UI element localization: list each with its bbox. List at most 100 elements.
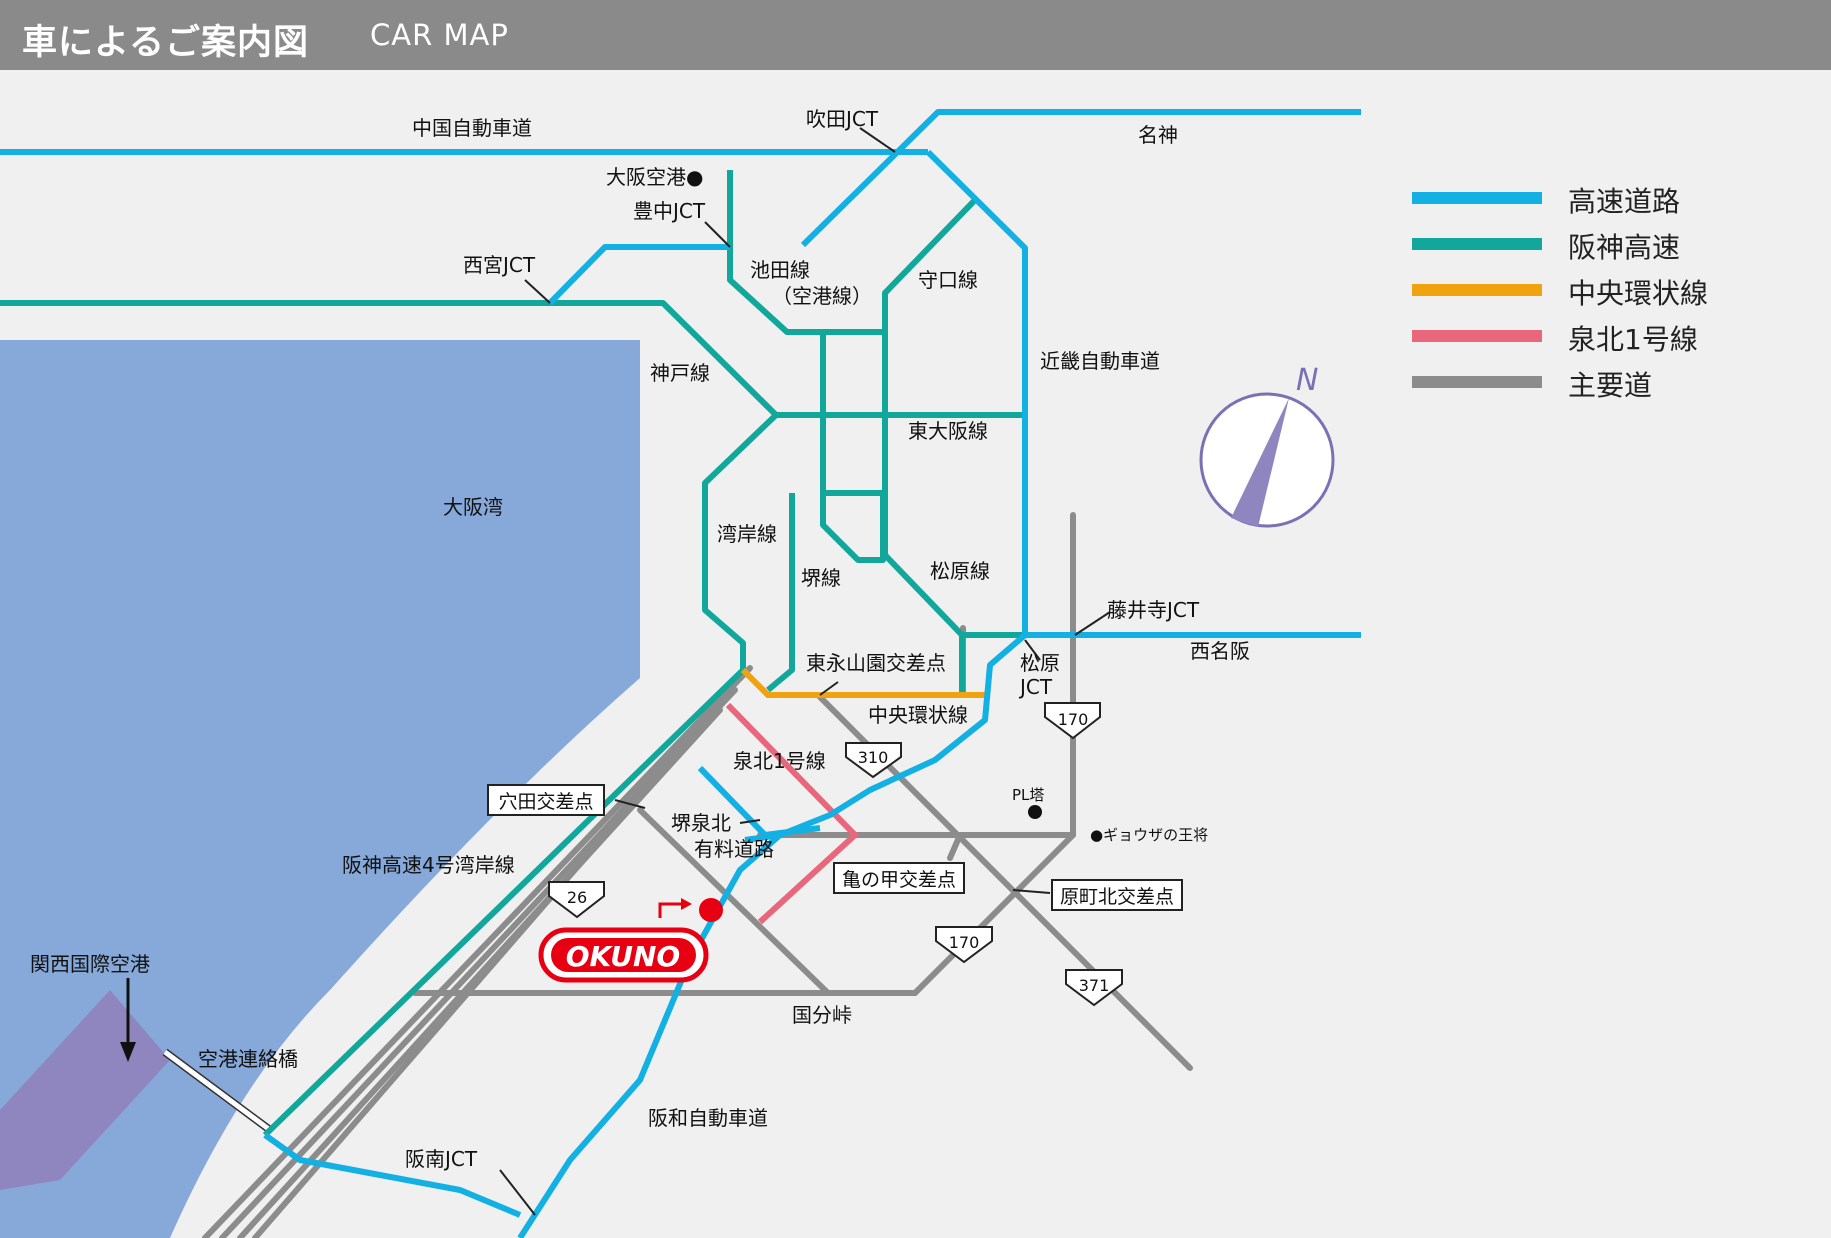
hanshin-sakai-line	[820, 332, 886, 563]
hanshin-ikeda-line	[727, 170, 885, 335]
label-matsubara-line: 松原線	[930, 559, 990, 583]
legend-label-central-loop: 中央環状線	[1568, 277, 1709, 310]
map-text: 穴田交差点	[498, 791, 593, 813]
label-senboku-toll-1: 堺泉北	[671, 811, 731, 835]
label-wangan-line: 湾岸線	[717, 522, 777, 546]
label-suita-jct: 吹田JCT	[806, 107, 879, 131]
label-ikeda-airport-line: （空港線）	[772, 284, 872, 308]
okuno-dot	[699, 898, 723, 922]
label-hannan-jct: 阪南JCT	[405, 1147, 478, 1171]
kamenokou-intersection-label: 亀の甲交差点	[833, 862, 965, 894]
map-text: 26	[567, 888, 587, 907]
main-road-26-d	[252, 717, 708, 1238]
map-text: 170	[1058, 710, 1089, 729]
page-title: 車によるご案内図	[22, 23, 309, 63]
leader-matsubara	[1024, 639, 1041, 661]
main-road-kamenokou	[947, 832, 963, 861]
label-osaka-airport: 大阪空港●	[606, 165, 703, 189]
legend-item-central-loop: 中央環状線	[1410, 272, 1830, 312]
airport-bridge	[162, 1048, 273, 1134]
hanshin-sakai-line-2	[766, 493, 795, 693]
map-text: 310	[858, 748, 889, 767]
map-text: 371	[1079, 976, 1110, 995]
legend-label-hanshin: 阪神高速	[1568, 231, 1681, 264]
label-matsubara-jct-2: JCT	[1018, 675, 1053, 699]
senboku-line	[725, 702, 860, 925]
hanshin-bay-line	[262, 412, 779, 1138]
leader-suita	[859, 127, 896, 153]
route-shield-371: 371	[1065, 969, 1123, 1007]
legend-label-expressway: 高速道路	[1568, 185, 1681, 218]
route-shield-170a: 170	[1044, 702, 1101, 740]
legend-swatch-expressway	[1412, 192, 1542, 204]
label-fujiidera-jct: 藤井寺JCT	[1107, 598, 1200, 622]
hanwa-expressway	[517, 832, 782, 1238]
label-central-loop: 中央環状線	[868, 703, 968, 727]
pl-tower-marker	[1028, 805, 1042, 819]
kansai-airport-arrow	[120, 978, 136, 1062]
label-meishin: 名神	[1138, 123, 1178, 147]
route-shield-310: 310	[845, 742, 902, 779]
label-kinki-expressway: 近畿自動車道	[1040, 349, 1160, 373]
label-toyonaka-jct: 豊中JCT	[633, 199, 706, 223]
main-road-diag	[637, 807, 831, 996]
legend-swatch-central-loop	[1412, 284, 1542, 296]
legend-swatch-senboku	[1412, 330, 1542, 342]
kinki-expressway	[744, 149, 1028, 843]
label-moriguchi-line: 守口線	[918, 268, 978, 292]
label-hanshin-4-wangan: 阪神高速4号湾岸線	[342, 853, 515, 877]
haramachi-intersection-label: 原町北交差点	[1051, 879, 1183, 911]
label-higashiosaka-line: 東大阪線	[908, 419, 988, 443]
legend-item-senboku: 泉北1号線	[1410, 318, 1830, 358]
map-text: 170	[949, 933, 980, 952]
header-bar: 車によるご案内図 CAR MAP	[0, 0, 1831, 70]
hanshin-kobe-line	[0, 300, 1025, 418]
okuno-logo-text: OKUNO	[566, 940, 680, 973]
anada-intersection-label: 穴田交差点	[487, 784, 605, 816]
compass-north-label: N	[1296, 363, 1318, 398]
label-kansai-airport: 関西国際空港	[30, 952, 150, 976]
label-sakai-line: 堺線	[801, 566, 841, 590]
label-chugoku-expressway: 中国自動車道	[412, 116, 532, 140]
central-loop-line	[740, 667, 988, 698]
senboku-toll	[697, 765, 821, 838]
label-nishimeihan: 西名阪	[1190, 639, 1250, 663]
okuno-arrow	[658, 902, 682, 918]
label-ikeda-line: 池田線	[750, 258, 810, 282]
page-subtitle: CAR MAP	[370, 18, 509, 52]
label-hanwa-expressway: 阪和自動車道	[648, 1106, 768, 1130]
leader-senboku-toll	[739, 819, 761, 824]
legend-item-expressway: 高速道路	[1410, 180, 1830, 220]
map-text: 原町北交差点	[1060, 886, 1174, 908]
map-text: 亀の甲交差点	[842, 869, 956, 891]
main-road-170-south	[912, 832, 1076, 996]
label-pl-tower: PL塔	[1012, 786, 1044, 804]
leader-higashinagayama	[819, 681, 839, 696]
label-airport-bridge: 空港連絡橋	[198, 1047, 298, 1071]
leader-toyonaka	[704, 221, 731, 248]
leader-haramachi	[1012, 889, 1051, 894]
leader-nishinomiya	[524, 279, 551, 304]
label-osaka-bay: 大阪湾	[443, 495, 503, 519]
legend-label-senboku: 泉北1号線	[1568, 323, 1698, 356]
hannan-expressway	[263, 1132, 522, 1218]
leader-hannan	[499, 1169, 536, 1216]
legend-label-main-road: 主要道	[1568, 369, 1653, 402]
legend-swatch-hanshin	[1412, 238, 1542, 250]
label-senboku-toll-2: 有料道路	[694, 837, 774, 861]
main-road-26-a	[202, 665, 753, 1238]
label-matsubara-jct-1: 松原	[1020, 651, 1060, 675]
label-nishinomiya-jct: 西宮JCT	[463, 253, 536, 277]
leader-fujiidera	[1074, 611, 1111, 636]
okuno-marker: OKUNO	[538, 898, 723, 983]
osaka-bay-water	[0, 340, 640, 1238]
route-shield-26: 26	[548, 881, 605, 919]
compass: N	[1199, 363, 1335, 528]
label-gyoza: ●ギョウザの王将	[1090, 826, 1208, 844]
label-kobe-line: 神戸線	[650, 361, 710, 385]
route-shield-170b: 170	[935, 926, 993, 964]
legend-swatch-main-road	[1412, 376, 1542, 388]
label-senboku-line: 泉北1号線	[733, 749, 826, 773]
leader-anada	[614, 799, 646, 809]
